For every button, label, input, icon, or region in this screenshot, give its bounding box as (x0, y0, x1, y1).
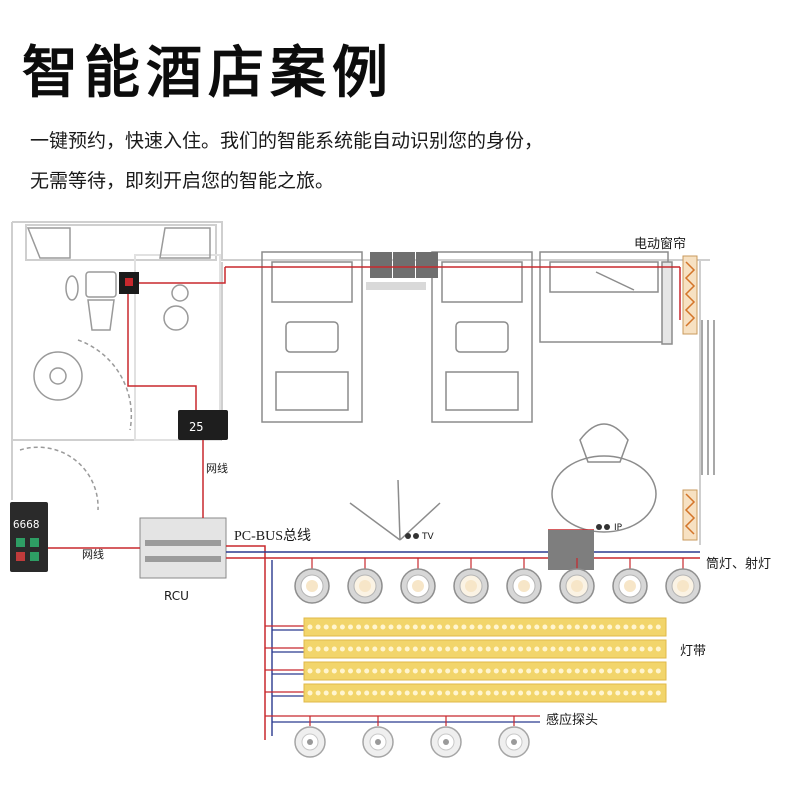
pcbus-label: PC-BUS总线 (234, 528, 311, 544)
downlight (400, 558, 436, 604)
thermostat: 25 (178, 410, 228, 440)
light-strip-label: 灯带 (680, 644, 706, 659)
ip-label: IP (614, 523, 623, 533)
curtain-motor-right (682, 489, 698, 541)
intro-line-2: 无需等待，即刻开启您的智能之旅。 (30, 170, 335, 192)
page-title: 智能酒店案例 (22, 41, 394, 106)
downlight (294, 558, 330, 604)
downlight (665, 558, 701, 604)
motion-sensor (362, 716, 394, 758)
motion-sensor (498, 716, 530, 758)
light-strips (303, 617, 667, 703)
downlight (506, 558, 542, 604)
motion-sensor (294, 716, 326, 758)
downlight (612, 558, 648, 604)
light-strip (303, 617, 667, 637)
thermostat-display: 25 (189, 420, 203, 434)
branch-wires (265, 625, 540, 723)
bus-junction-box (548, 530, 594, 570)
light-strip (303, 661, 667, 681)
round-table-chair (551, 423, 657, 533)
floor-plan (11, 221, 710, 545)
tv-stand (349, 479, 441, 541)
network-label-vertical: 网线 (206, 461, 228, 475)
door-number: 6668 (13, 518, 40, 531)
sofa (539, 251, 669, 343)
bed-left (261, 251, 363, 423)
bed-right (431, 251, 533, 423)
intro-line-1: 一键预约，快速入住。我们的智能系统能自动识别您的身份， (30, 130, 544, 152)
tv-label: TV (421, 532, 434, 542)
door-panel: 6668 (10, 502, 48, 572)
control-wires (48, 266, 681, 740)
network-label-horizontal: 网线 (82, 547, 104, 561)
wall-switch-panels (366, 252, 438, 290)
tv-mark-group: TV (405, 532, 434, 542)
downlight (347, 558, 383, 604)
downlight (453, 558, 489, 604)
downlights-label: 筒灯、射灯 (706, 556, 771, 572)
motion-sensor (430, 716, 462, 758)
downlights-row (294, 558, 701, 604)
control-indicator (125, 278, 133, 286)
sensor-row (294, 716, 530, 758)
curtain-motor-left (682, 255, 698, 335)
sensor-label: 感应探头 (546, 712, 598, 728)
rcu-box: RCU (139, 517, 227, 603)
curtain-label: 电动窗帘 (634, 236, 686, 252)
curtain-window (661, 261, 715, 475)
downlight (559, 558, 595, 604)
ip-mark-group: IP (596, 523, 623, 533)
light-strip (303, 639, 667, 659)
bathroom-fixtures (19, 227, 211, 511)
light-strip (303, 683, 667, 703)
rcu-label: RCU (164, 589, 189, 603)
